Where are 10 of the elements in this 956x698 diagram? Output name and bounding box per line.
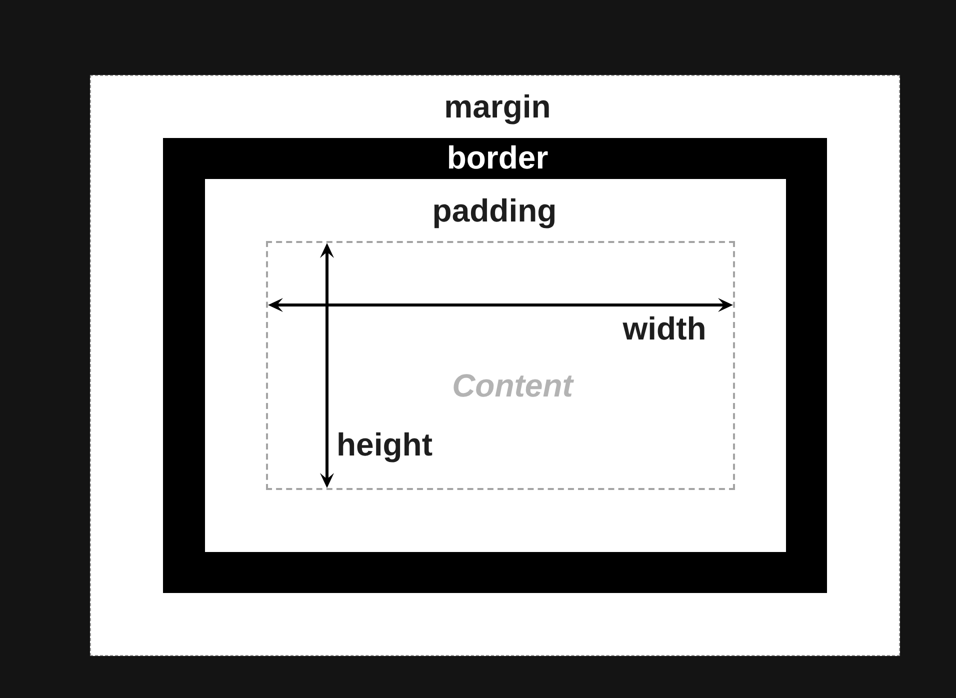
content-area — [266, 240, 734, 490]
dimension-label: width — [622, 310, 706, 346]
margin-area — [90, 75, 900, 656]
border-label: border — [446, 140, 548, 176]
padding-label: padding — [432, 192, 557, 228]
margin-label: margin — [444, 88, 551, 124]
dimension-label: height — [336, 426, 432, 462]
padding-area — [204, 178, 786, 552]
content-label: Content — [452, 368, 573, 404]
border-area — [162, 138, 826, 592]
